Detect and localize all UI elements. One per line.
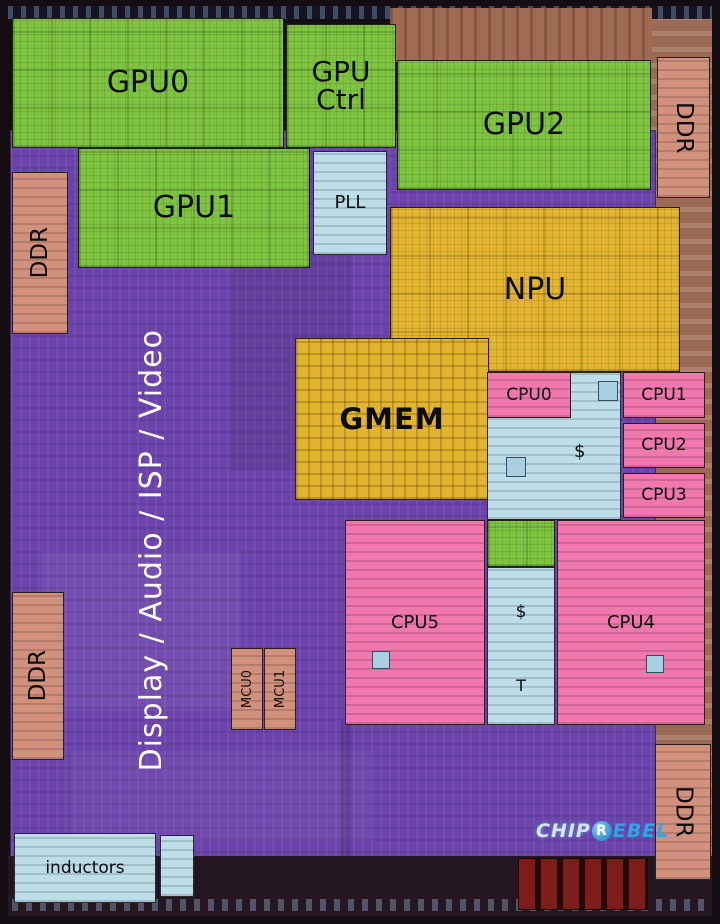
cpu4-label: CPU4	[606, 611, 656, 633]
io-area-top-right	[390, 8, 652, 62]
chiprebel-watermark: CHIP R EBEL	[536, 818, 669, 844]
watermark-ebel-text: EBEL	[612, 820, 670, 842]
gpu1-block: GPU1	[78, 148, 310, 268]
shared-cache-block: $ T	[487, 567, 555, 725]
l2-cache-label: $	[574, 441, 586, 462]
mcu0-block: MCU0	[231, 648, 263, 730]
gmem-block: GMEM	[295, 338, 489, 500]
cpu2-label: CPU2	[641, 435, 687, 455]
pll-label: PLL	[334, 192, 366, 213]
gpu-ctrl-block: GPU Ctrl	[286, 24, 396, 148]
sram-tile-icon	[506, 457, 526, 477]
gpu-ctrl-label-line1: GPU	[311, 55, 371, 88]
cpu0-label: CPU0	[506, 384, 552, 405]
small-green-block	[487, 520, 555, 567]
ddr-top-left-label: DDR	[26, 227, 53, 279]
gpu0-block: GPU0	[12, 18, 284, 148]
gpu-ctrl-label-line2: Ctrl	[316, 83, 366, 116]
display-audio-isp-video-label: Display / Audio / ISP / Video	[133, 328, 169, 772]
watermark-chip-text: CHIP	[536, 820, 591, 842]
cpu3-label: CPU3	[641, 485, 687, 505]
gmem-label: GMEM	[339, 401, 445, 436]
ddr-bottom-right-label: DDR	[670, 786, 697, 838]
npu-label: NPU	[503, 271, 567, 307]
inductor-tile	[160, 835, 194, 897]
gpu2-label: GPU2	[482, 107, 566, 142]
mcu0-label: MCU0	[239, 669, 255, 709]
cpu1-block: CPU1	[623, 372, 705, 418]
cpu1-label: CPU1	[641, 384, 687, 405]
capacitor-area-bottom-right	[518, 858, 648, 910]
inductors-label: inductors	[45, 857, 125, 878]
ddr-top-right-label: DDR	[671, 101, 697, 154]
sram-tile-icon	[598, 381, 618, 401]
chiprebel-logo-icon: R	[591, 821, 612, 841]
gpu2-block: GPU2	[397, 60, 651, 190]
shared-cache-t-label: T	[516, 676, 526, 695]
cpu0-block: CPU0	[487, 372, 571, 418]
sram-tile-icon	[372, 651, 390, 669]
cpu3-block: CPU3	[623, 473, 705, 518]
ddr-block-bottom-right: DDR	[655, 744, 711, 880]
ddr-block-top-right: DDR	[657, 57, 710, 198]
pll-block: PLL	[313, 151, 387, 255]
ddr-bottom-left-label: DDR	[24, 650, 51, 702]
inductors-block: inductors	[14, 833, 156, 903]
gpu1-label: GPU1	[152, 190, 236, 225]
gpu0-label: GPU0	[106, 65, 190, 100]
sram-tile-icon	[646, 655, 664, 673]
mcu1-block: MCU1	[264, 648, 296, 730]
cpu5-label: CPU5	[390, 611, 440, 633]
cpu2-block: CPU2	[623, 423, 705, 468]
shared-cache-dollar-label: $	[515, 602, 527, 622]
cpu4-block: CPU4	[557, 520, 705, 725]
mcu1-label: MCU1	[272, 669, 288, 709]
ddr-block-top-left: DDR	[12, 172, 68, 334]
cpu5-block: CPU5	[345, 520, 485, 725]
ddr-block-bottom-left: DDR	[12, 592, 64, 760]
